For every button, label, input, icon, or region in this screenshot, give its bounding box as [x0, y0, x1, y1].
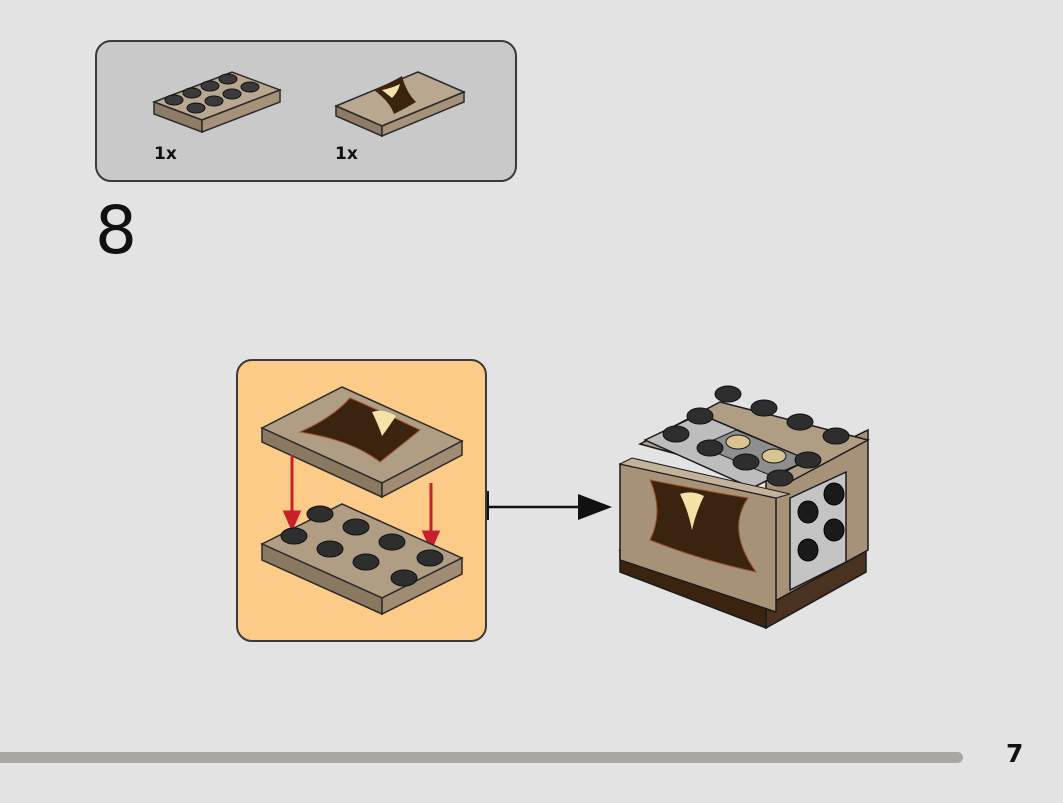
page-number: 7 — [1006, 739, 1024, 768]
assembly-arrow — [487, 491, 612, 520]
step-number: 8 — [95, 192, 137, 269]
main-model — [618, 385, 871, 630]
tan-plate-sub-assembly — [260, 503, 464, 616]
tan-plate-2x4-icon — [152, 71, 282, 134]
part-2-quantity: 1x — [335, 144, 358, 164]
progress-bar — [0, 752, 963, 763]
part-1-quantity: 1x — [154, 144, 177, 164]
parts-list-panel: 1x 1x — [95, 40, 517, 182]
red-placement-arrows — [282, 455, 441, 552]
printed-tile-sub-assembly — [260, 386, 464, 499]
printed-tan-tile-2x4-icon — [334, 71, 466, 138]
